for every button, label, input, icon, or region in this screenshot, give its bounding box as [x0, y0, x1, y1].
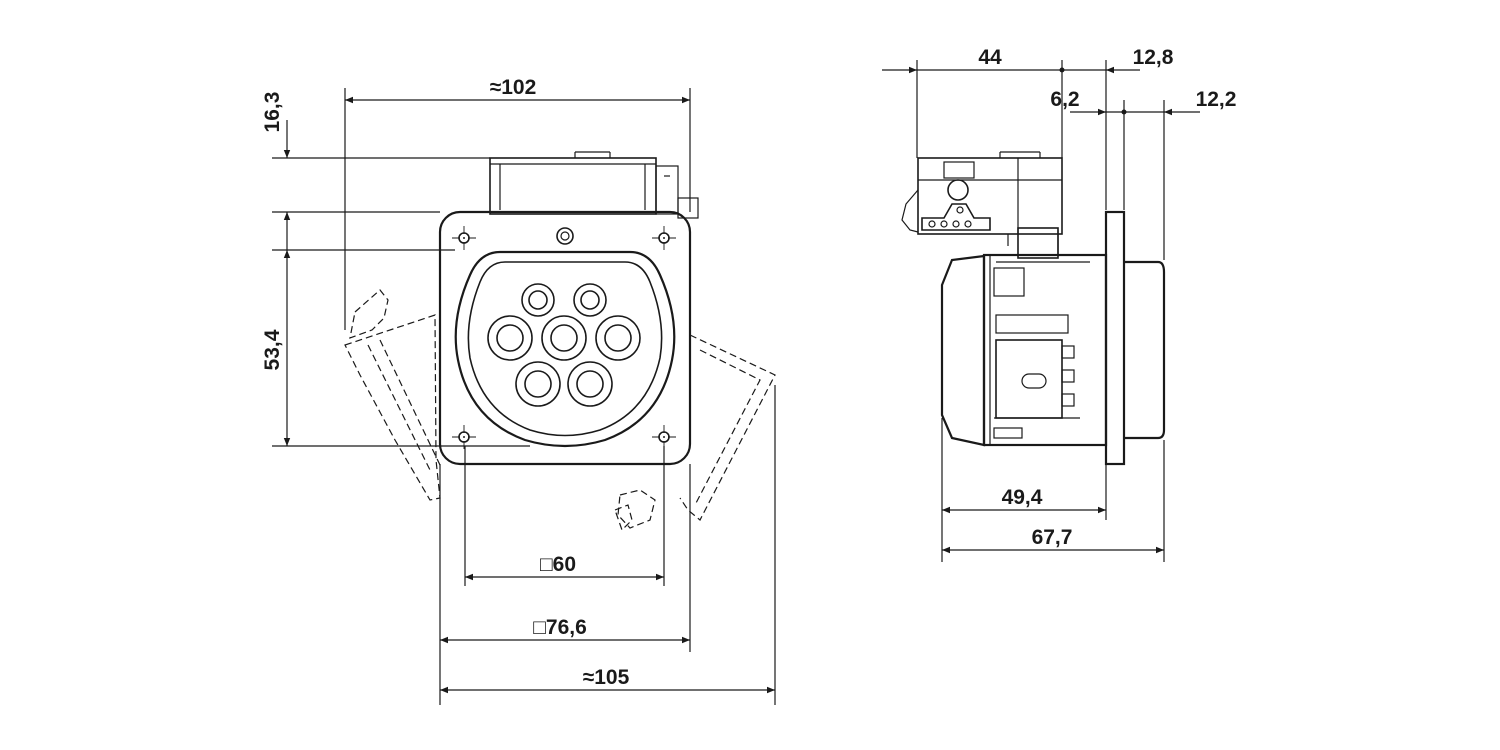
cable-swing-outline-right: [614, 334, 776, 532]
contact-pins: [487, 283, 641, 407]
dim-width-bottom-label: ≈105: [583, 666, 630, 689]
extension-lines-front: [272, 88, 776, 705]
top-cover: [489, 151, 699, 219]
side-front-collar: [1124, 260, 1166, 440]
contact-pin-l3: [515, 361, 561, 407]
dim-67-7-label: 67,7: [1032, 526, 1073, 549]
mounting-holes: [452, 226, 676, 449]
dim-12-8-label: 12,8: [1133, 46, 1174, 69]
contact-pin-pp: [573, 283, 607, 317]
contact-pin-n: [541, 315, 587, 361]
dim-height-top-label: 16,3: [261, 92, 284, 133]
dim-49-4-label: 49,4: [1002, 486, 1043, 509]
cable-swing-outline-left: [344, 289, 441, 501]
front-view: ≈102 16,3 53,4 □60 □76,6 ≈105: [261, 76, 776, 705]
flange-plate: [438, 210, 692, 466]
side-top-cover: [901, 151, 1063, 259]
contact-pin-pe: [567, 361, 613, 407]
side-flange-plate: [1104, 210, 1126, 466]
extension-lines-side: [916, 60, 1165, 562]
contact-pin-cp: [521, 283, 555, 317]
dim-12-2-label: 12,2: [1196, 88, 1237, 111]
dimension-lines-front: [283, 96, 775, 694]
dim-depth-44-label: 44: [978, 46, 1002, 69]
side-main-body: [940, 253, 1108, 447]
socket-face: [454, 250, 676, 448]
contact-pin-l1: [487, 315, 533, 361]
dim-hole-pitch-label: □60: [540, 553, 576, 576]
dim-flange-label: □76,6: [533, 616, 587, 639]
contact-pin-l2: [595, 315, 641, 361]
dimension-lines-side: [882, 66, 1200, 554]
locking-pin-icon: [556, 227, 574, 245]
dim-6-2-label: 6,2: [1050, 88, 1079, 111]
dim-width-top-label: ≈102: [490, 76, 537, 99]
dim-height-main-label: 53,4: [261, 329, 284, 370]
side-view: 44 12,8 6,2 12,2 49,4 67,7: [882, 46, 1236, 562]
